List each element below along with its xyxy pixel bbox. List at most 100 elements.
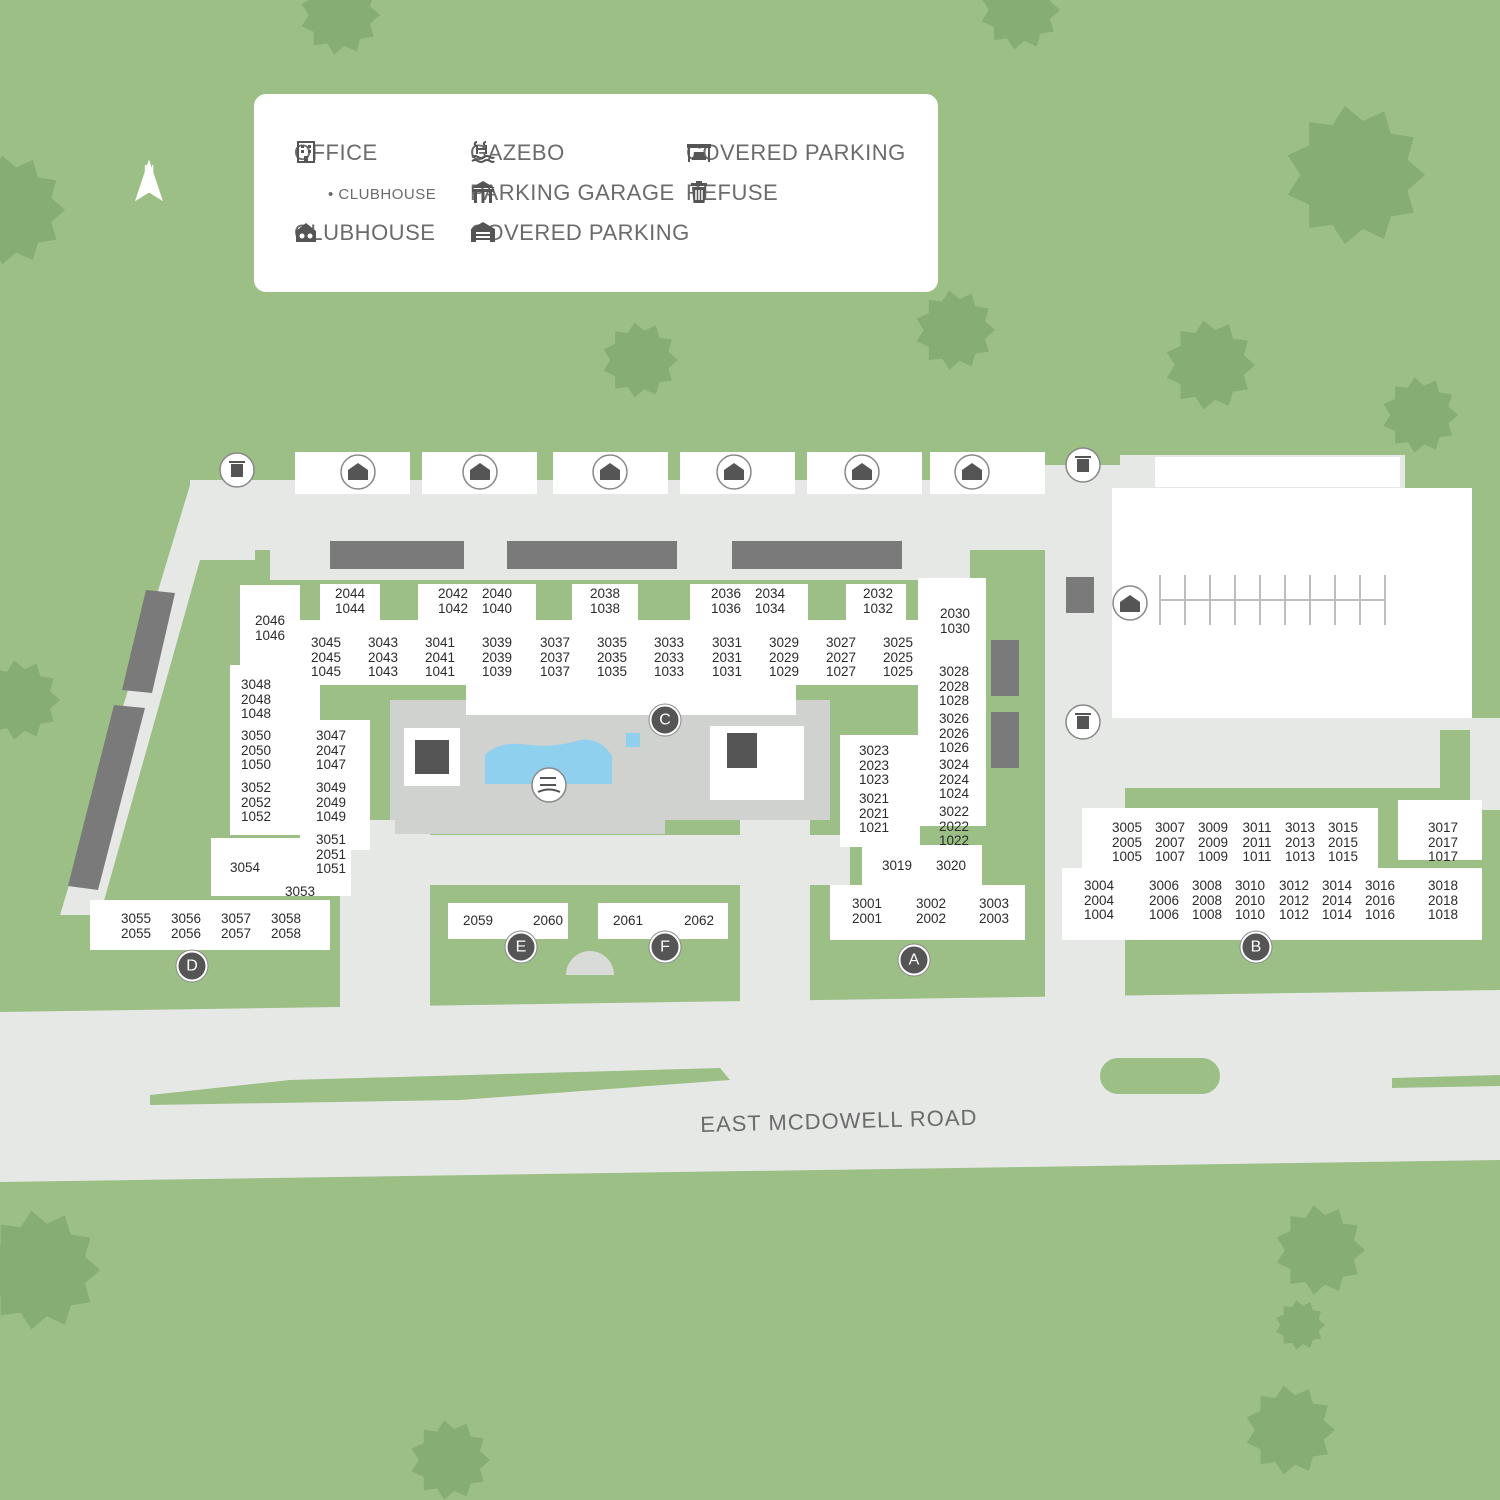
unit-label: 3055 2055 xyxy=(120,911,152,941)
building-e xyxy=(448,903,568,939)
unit-label: 3026 2026 1026 xyxy=(938,711,970,755)
garage-icon xyxy=(471,222,495,242)
pool-ladder-icon xyxy=(471,141,495,163)
unit-label: 3008 2008 1008 xyxy=(1191,878,1223,922)
building-c-plaza-edge xyxy=(466,685,796,715)
legend-parking-garage-label: PARKING GARAGE xyxy=(470,180,675,205)
unit-label: 3033 2033 1033 xyxy=(653,635,685,679)
tree xyxy=(1276,1300,1325,1350)
office-icon xyxy=(727,733,757,768)
mailbox-plaza xyxy=(566,951,614,975)
tree xyxy=(916,290,995,370)
trash-icon xyxy=(1075,456,1091,458)
unit-label: 3058 2058 xyxy=(270,911,302,941)
building-badge-f: F xyxy=(649,931,681,963)
tree xyxy=(0,1210,100,1330)
unit-label: 3028 2028 1028 xyxy=(938,664,970,708)
unit-label: 3005 2005 1005 xyxy=(1111,820,1143,864)
building-a-south xyxy=(830,885,1025,940)
legend-clubhouse: CLUBHOUSE xyxy=(294,220,435,246)
pool-ladder-icon xyxy=(537,777,561,793)
building-d-south xyxy=(90,900,330,950)
east-mcdowell-road xyxy=(0,990,1500,1182)
building-c-east xyxy=(918,578,986,826)
legend-covered-parking-a: COVERED PARKING xyxy=(686,140,906,166)
unit-label: 2034 1034 xyxy=(754,586,786,616)
legend-clubhouse-sub: • CLUBHOUSE xyxy=(328,186,436,203)
covered-parking-north-3 xyxy=(732,541,902,569)
unit-label: 3052 2052 1052 xyxy=(240,780,272,824)
tree xyxy=(981,0,1060,50)
lot-south-strip xyxy=(1123,718,1383,778)
unit-label: 3018 2018 1018 xyxy=(1427,878,1459,922)
building-badge-c: C xyxy=(649,704,681,736)
unit-label: 3047 2047 1047 xyxy=(315,728,347,772)
tree xyxy=(1276,1205,1365,1295)
road-median-east xyxy=(1100,1058,1220,1094)
unit-label: 3014 2014 1014 xyxy=(1321,878,1353,922)
unit-label: 3015 2015 1015 xyxy=(1327,820,1359,864)
unit-label: 3017 2017 1017 xyxy=(1427,820,1459,864)
unit-label: 3043 2043 1043 xyxy=(367,635,399,679)
covered-parking-icon xyxy=(687,144,711,162)
clubhouse-icon xyxy=(296,223,316,242)
building-c-2042 xyxy=(418,584,536,624)
tree xyxy=(1287,105,1425,245)
unit-label: 3021 2021 1021 xyxy=(858,791,890,835)
covered-parking-west-1 xyxy=(122,590,175,693)
east-lot-edge xyxy=(1430,718,1500,810)
building-c-2044 xyxy=(320,584,380,624)
unit-label: 3056 2056 xyxy=(170,911,202,941)
legend-covered-parking-a-label: COVERED PARKING xyxy=(686,140,906,165)
gazebo-icon xyxy=(471,181,495,203)
building-c-2038 xyxy=(572,584,638,624)
unit-label: 2032 1032 xyxy=(862,586,894,616)
unit-label: 2062 xyxy=(683,913,715,928)
unit-label: 3029 2029 1029 xyxy=(768,635,800,679)
covered-parking-east-2 xyxy=(991,712,1019,768)
trash-icon xyxy=(1077,716,1089,729)
building-d-junction xyxy=(211,838,351,896)
unit-label: 3009 2009 1009 xyxy=(1197,820,1229,864)
unit-label: 3039 2039 1039 xyxy=(481,635,513,679)
road-median-edge xyxy=(1392,1075,1500,1088)
compass-arrow-icon xyxy=(135,160,163,202)
unit-label: 2038 1038 xyxy=(589,586,621,616)
building-b-north xyxy=(1082,808,1378,868)
garage-icon xyxy=(470,463,490,480)
unit-label: 3016 2016 1016 xyxy=(1364,878,1396,922)
unit-label: 3012 2012 1012 xyxy=(1278,878,1310,922)
legend-clubhouse-label: CLUBHOUSE xyxy=(294,220,436,245)
unit-label: 3023 2023 1023 xyxy=(858,743,890,787)
unit-label: 2044 1044 xyxy=(334,586,366,616)
building-c-nw xyxy=(240,585,300,665)
covered-parking-east-3 xyxy=(1066,577,1094,613)
legend-refuse: REFUSE xyxy=(686,180,778,206)
unit-label: 3004 2004 1004 xyxy=(1083,878,1115,922)
tree xyxy=(1166,320,1255,410)
garage-top xyxy=(1155,457,1400,487)
unit-label: 3048 2048 1048 xyxy=(240,677,272,721)
legend-covered-parking-b-label: COVERED PARKING xyxy=(470,220,690,245)
tree xyxy=(0,155,65,265)
tree xyxy=(1383,377,1458,453)
unit-label: 3022 2022 1022 xyxy=(938,804,970,848)
garage-icon xyxy=(962,463,982,480)
building-d-inner xyxy=(300,720,370,850)
garage-icon xyxy=(1120,595,1140,612)
center-drive-cross xyxy=(370,835,850,885)
legend-clubhouse-sub-label: • CLUBHOUSE xyxy=(328,186,437,203)
east-parking-strip xyxy=(1060,540,1110,720)
legend-office: OFFICE xyxy=(294,140,378,166)
unit-label: 2060 xyxy=(532,913,564,928)
unit-label: 3024 2024 1024 xyxy=(938,757,970,801)
road-median-west xyxy=(150,1068,730,1105)
unit-label: 3031 2031 1031 xyxy=(711,635,743,679)
building-c-2032 xyxy=(846,584,906,624)
unit-label: 3007 2007 1007 xyxy=(1154,820,1186,864)
garage-icon xyxy=(724,463,744,480)
unit-label: 3002 2002 xyxy=(915,896,947,926)
legend-gazebo: GAZEBO xyxy=(470,140,565,166)
unit-label: 2042 1042 xyxy=(437,586,469,616)
